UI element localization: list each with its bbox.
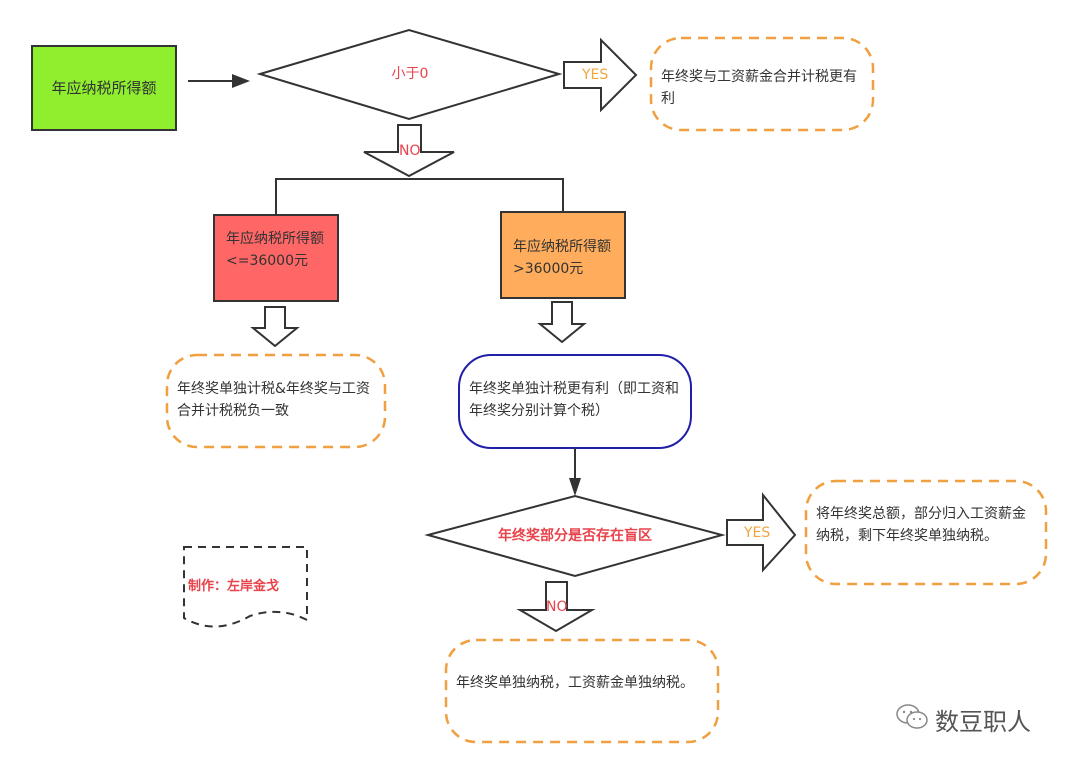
result-yes1-label: 年终奖与工资薪金合并计税更有利 [661, 69, 857, 107]
no1-label: NO [399, 143, 421, 159]
decision2-diamond [424, 494, 726, 578]
result-yes2-box [804, 479, 1048, 586]
result-no2-label: 年终奖单独纳税，工资薪金单独纳税。 [456, 675, 694, 691]
result-no2-box [444, 638, 720, 744]
branch-low-label: 年应纳税所得额<=36000元 [226, 231, 324, 269]
wechat-icon [895, 703, 929, 737]
start-box-label: 年应纳税所得额 [51, 79, 157, 97]
arrowhead [569, 478, 581, 496]
yes1-block-arrow [563, 37, 638, 113]
branch-high-label: 年应纳税所得额>36000元 [513, 239, 611, 277]
result-low-box [165, 353, 387, 449]
yes2-label: YES [744, 525, 771, 541]
arrowhead [232, 74, 250, 88]
decision1-label: 小于0 [391, 66, 429, 82]
credit-label: 制作：左岸金戈 [188, 579, 280, 594]
branch-high-box [500, 211, 626, 299]
decision2-label: 年终奖部分是否存在盲区 [498, 528, 652, 544]
branch-low-box [213, 214, 339, 302]
start-box [31, 45, 177, 131]
result-high-label: 年终奖单独计税更有利（即工资和年终奖分别计算个税） [469, 381, 679, 419]
no1-block-arrow [363, 124, 455, 178]
credit-document-shape [183, 546, 308, 628]
watermark: 数豆职人 [895, 702, 1031, 737]
watermark-label: 数豆职人 [935, 708, 1031, 736]
decision1-diamond [256, 28, 563, 121]
no2-block-arrow [516, 581, 596, 633]
result-low-label: 年终奖单独计税&年终奖与工资合并计税税负一致 [177, 381, 370, 419]
no2-label: NO [546, 599, 568, 615]
branch-connector [275, 178, 564, 215]
high-down-arrow [537, 301, 587, 344]
result-yes2-label: 将年终奖总额，部分归入工资薪金纳税，剩下年终奖单独纳税。 [816, 506, 1026, 544]
result-yes1-box [649, 36, 875, 132]
low-down-arrow [250, 306, 300, 348]
yes1-label: YES [582, 67, 609, 83]
yes2-block-arrow [726, 492, 797, 573]
